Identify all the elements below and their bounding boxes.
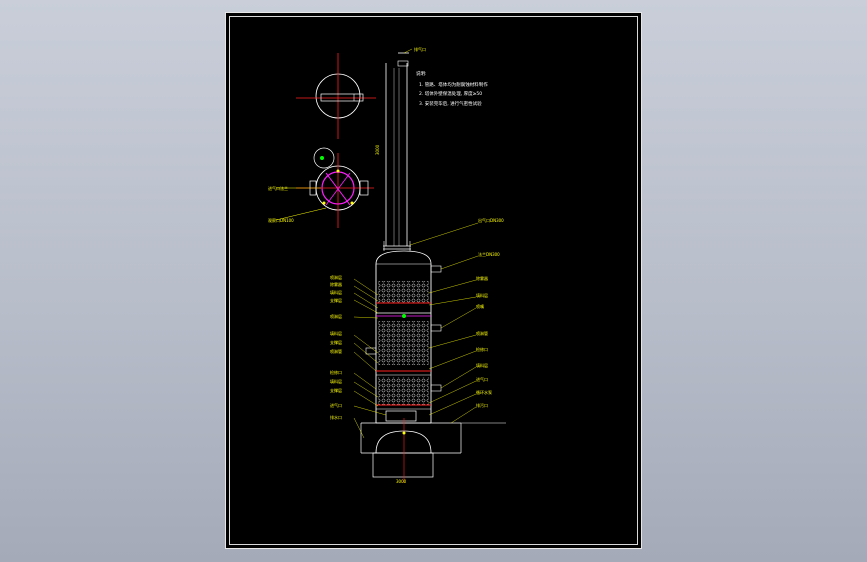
callout-left-6: 支撑层: [330, 339, 342, 345]
drawing-sheet: 进气口法兰 观察口DN100 排气口 3000: [225, 12, 642, 549]
callout-right-3: 填料层: [476, 292, 488, 298]
section-view-circle: [296, 147, 374, 228]
stack-dimension: 3000: [375, 144, 380, 155]
callout-right-4: 喷嘴: [476, 303, 484, 309]
note-3: 3. 安装完毕后, 进行气密性试验: [419, 100, 482, 107]
callout-right-9: 循环水泵: [476, 389, 492, 395]
callout-right-6: 检修口: [476, 346, 488, 352]
notes-block: 说明: 1. 管路、塔体均为耐腐蚀材料制作 2. 塔体外壁保温处理, 厚度≥50…: [416, 70, 488, 107]
circle-callouts: 进气口法兰 观察口DN100: [268, 185, 327, 223]
exhaust-stack: 排气口 3000: [375, 46, 426, 251]
note-1: 1. 管路、塔体均为耐腐蚀材料制作: [419, 81, 488, 88]
callout-left-3: 支撑层: [330, 297, 342, 303]
left-callouts: 喷淋层 除雾器 填料层 支撑层 喷淋层 填料层 支撑层 喷淋管 检修口 填料层: [330, 274, 387, 439]
right-callouts: 出气口DN300 法兰DN300 除雾器 填料层 喷嘴 喷淋管 检修口 填料层 …: [409, 217, 504, 424]
note-2: 2. 塔体外壁保温处理, 厚度≥50: [419, 90, 482, 97]
callout-left-0: 喷淋层: [330, 274, 342, 280]
callout-view-port: 观察口DN100: [268, 217, 294, 223]
callout-right-0: 出气口DN300: [478, 217, 504, 223]
tower-body: 3000: [360, 250, 506, 484]
notes-title: 说明:: [416, 70, 427, 77]
callout-right-7: 填料层: [476, 362, 488, 368]
callout-right-10: 排污口: [476, 402, 488, 408]
callout-right-8: 进气口: [476, 376, 488, 382]
tower-drawing: 进气口法兰 观察口DN100 排气口 3000: [268, 46, 506, 484]
callout-right-1: 法兰DN300: [478, 251, 500, 257]
top-view-circle: [296, 53, 376, 139]
label-exhaust: 排气口: [414, 46, 426, 52]
callout-left-4: 喷淋层: [330, 313, 342, 319]
callout-left-9: 填料层: [330, 378, 342, 384]
callout-left-7: 喷淋管: [330, 348, 342, 354]
callout-left-12: 排水口: [330, 414, 342, 420]
callout-inlet-flange: 进气口法兰: [268, 185, 288, 191]
base-dimension: 3000: [396, 479, 407, 484]
callout-left-2: 填料层: [330, 289, 342, 295]
callout-left-8: 检修口: [330, 369, 342, 375]
callout-right-2: 除雾器: [476, 275, 488, 281]
callout-left-11: 进气口: [330, 402, 342, 408]
callout-left-5: 填料层: [330, 330, 342, 336]
callout-left-1: 除雾器: [330, 281, 342, 287]
drawing-border: [229, 16, 638, 545]
callout-left-10: 支撑层: [330, 387, 342, 393]
callout-right-5: 喷淋管: [476, 330, 488, 336]
